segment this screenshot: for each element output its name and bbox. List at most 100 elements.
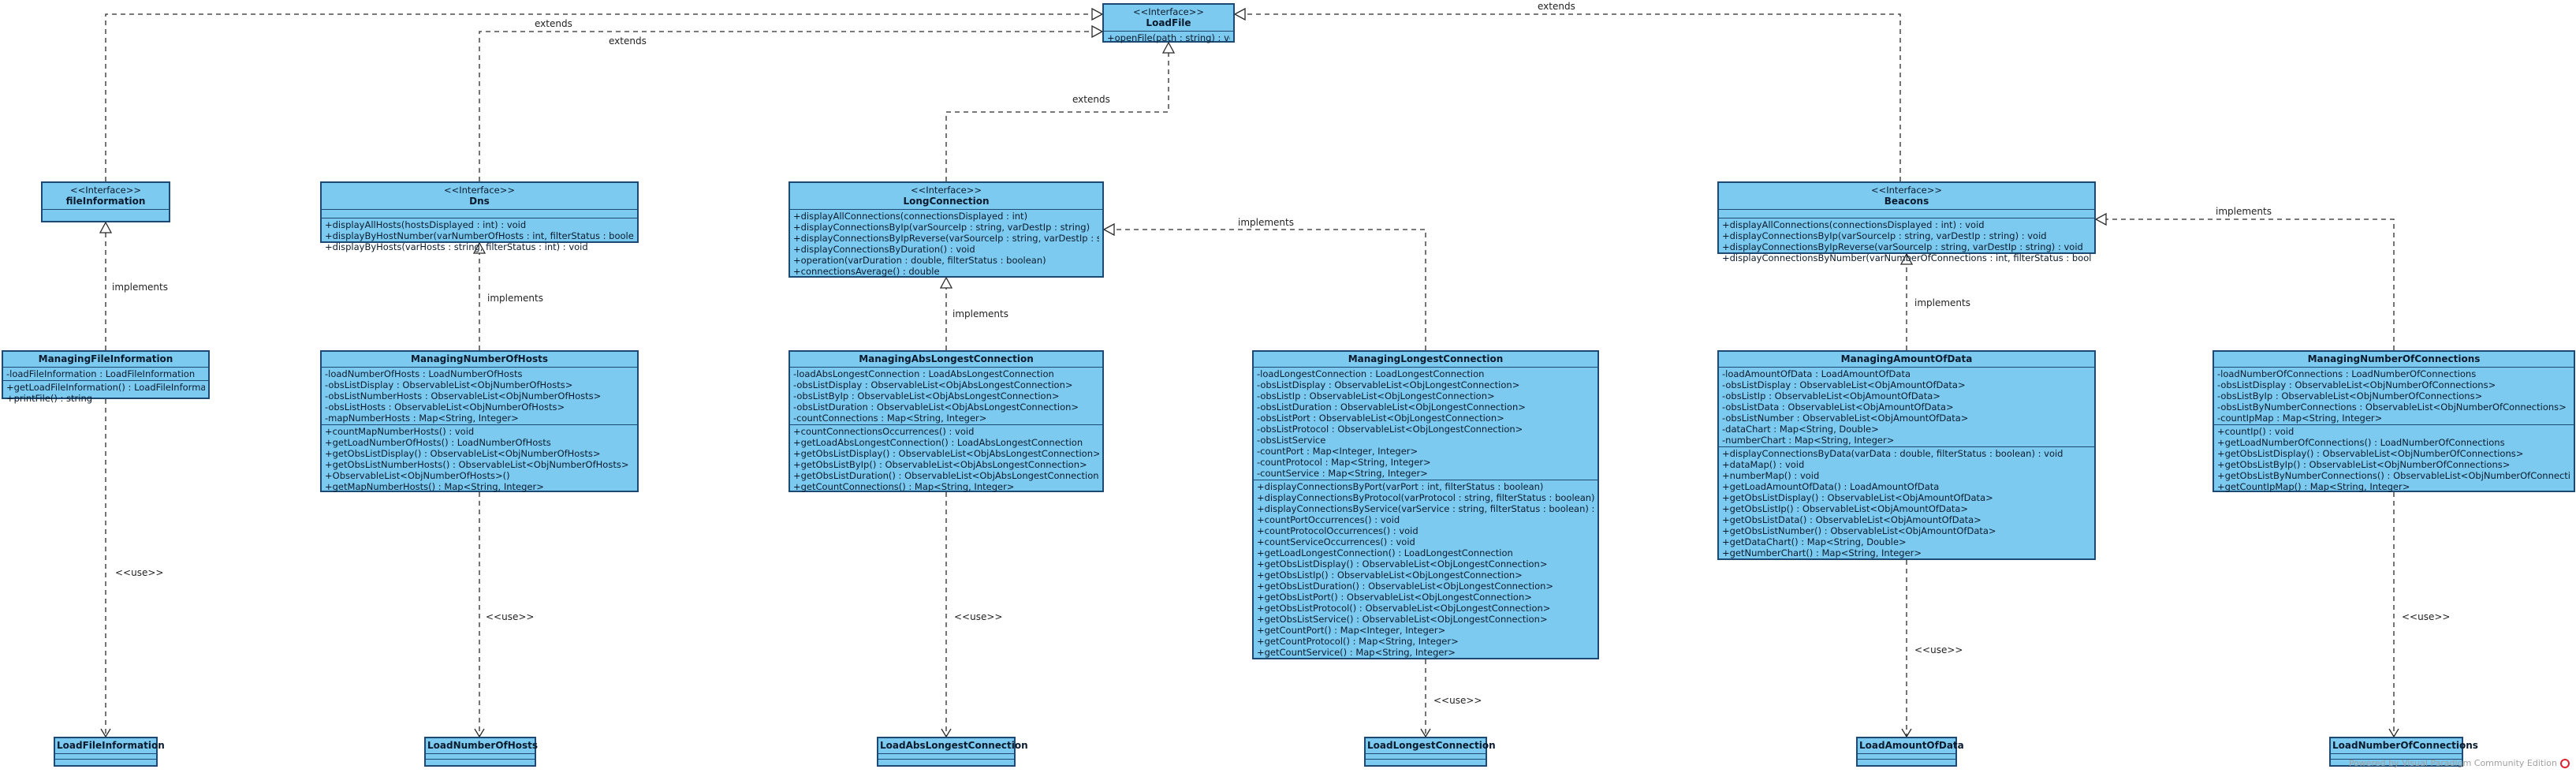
class-name: ManagingAbsLongestConnection — [859, 353, 1034, 364]
attributes: -loadAbsLongestConnection : LoadAbsLonge… — [790, 367, 1102, 424]
class-name: LongConnection — [903, 196, 990, 207]
method-row: +getNumberChart() : Map<String, Integer> — [1722, 547, 1922, 558]
methods: +getLoadFileInformation() : LoadFileInfo… — [3, 380, 208, 405]
method-row: +displayConnectionsByPort(varPort : int,… — [1257, 481, 1544, 492]
method-row: +getObsListByNumberConnections() : Obser… — [2217, 470, 2570, 481]
attribute-row: -obsListPort : ObservableList<ObjLongest… — [1257, 413, 1504, 424]
attribute-row: -obsListDisplay : ObservableList<ObjAbsL… — [793, 379, 1073, 390]
class-loadnumberofconnections[interactable]: LoadNumberOfConnections — [2329, 737, 2478, 767]
method-row: +displayConnectionsByIp(varSourceIp : st… — [793, 222, 1090, 233]
class-loadfileinformation[interactable]: LoadFileInformation — [54, 737, 165, 767]
attribute-row: -obsListByIp : ObservableList<ObjNumberO… — [2217, 390, 2483, 401]
method-row: +getLoadAbsLongestConnection() : LoadAbs… — [793, 437, 1083, 448]
class-name: ManagingNumberOfConnections — [2307, 353, 2481, 364]
class-name: LoadLongestConnection — [1367, 740, 1496, 751]
attribute-row: -loadAbsLongestConnection : LoadAbsLonge… — [793, 368, 1054, 379]
method-row: +displayAllConnections(connectionsDispla… — [1722, 219, 1985, 230]
method-row: +getLoadNumberOfConnections() : LoadNumb… — [2217, 437, 2505, 448]
method-row: +getCountPort() : Map<Integer, Integer> — [1257, 625, 1446, 636]
method-row: +getObsListDisplay() : ObservableList<Ob… — [325, 448, 601, 459]
stereotype: <<Interface>> — [1132, 6, 1205, 17]
method-row: +numberMap() : void — [1722, 470, 1820, 481]
attribute-row: -obsListIp : ObservableList<ObjAmountOfD… — [1722, 390, 1940, 401]
extends-edge-longconnection — [945, 53, 1169, 181]
class-loadnumberofhosts[interactable]: LoadNumberOfHosts — [424, 737, 538, 767]
attribute-row: -obsListDuration : ObservableList<ObjAbs… — [793, 401, 1079, 413]
methods: +openFile(path : string) : void — [1104, 31, 1233, 44]
watermark: Powered by Visual Paradigm Community Edi… — [2349, 758, 2570, 768]
method-row: +countIp() : void — [2217, 426, 2295, 437]
attributes — [878, 753, 1014, 759]
class-loadfile[interactable]: <<Interface>>LoadFile +openFile(path : s… — [1102, 3, 1235, 43]
method-row: +getObsListProtocol() : ObservableList<O… — [1257, 603, 1551, 614]
class-loadlongestconnection[interactable]: LoadLongestConnection — [1364, 737, 1496, 767]
realization-arrowhead — [939, 276, 953, 289]
class-dns[interactable]: <<Interface>>Dns +displayAllHosts(hostsD… — [320, 181, 639, 252]
class-loadamountofdata[interactable]: LoadAmountOfData — [1856, 737, 1964, 767]
extends-label: extends — [609, 35, 647, 47]
attributes — [55, 753, 156, 759]
implements-label: implements — [487, 293, 543, 304]
method-row: +displayConnectionsByService(varService … — [1257, 503, 1594, 514]
attributes: -loadLongestConnection : LoadLongestConn… — [1254, 367, 1597, 480]
method-row: +getCountService() : Map<String, Integer… — [1257, 647, 1456, 658]
implements-label: implements — [112, 282, 168, 293]
attribute-row: -dataChart : Map<String, Double> — [1722, 424, 1879, 435]
class-name: ManagingFileInformation — [38, 353, 173, 364]
class-managingnumberofhosts[interactable]: ManagingNumberOfHosts -loadNumberOfHosts… — [320, 350, 639, 492]
method-row: +countPortOccurrences() : void — [1257, 514, 1400, 525]
class-name: Beacons — [1884, 196, 1929, 207]
method-row: +getLoadNumberOfHosts() : LoadNumberOfHo… — [325, 437, 551, 448]
class-longconnection[interactable]: <<Interface>>LongConnection +displayAllC… — [788, 181, 1104, 278]
generalization-arrowhead — [1233, 7, 1246, 21]
attribute-row: -obsListHosts : ObservableList<ObjNumber… — [325, 401, 565, 413]
realization-arrowhead — [1899, 252, 1914, 265]
method-row: +getLoadLongestConnection() : LoadLonges… — [1257, 547, 1513, 558]
method-row: +openFile(path : string) : void — [1107, 32, 1230, 43]
method-row: +getMapNumberHosts() : Map<String, Integ… — [325, 481, 544, 492]
methods — [1858, 759, 1955, 764]
stereotype: <<Interface>> — [69, 185, 142, 196]
class-name: LoadAmountOfData — [1859, 740, 1964, 751]
implements-label: implements — [1238, 217, 1294, 228]
attribute-row: -countConnections : Map<String, Integer> — [793, 413, 987, 424]
generalization-arrowhead — [1091, 24, 1104, 39]
method-row: +getObsListNumberHosts() : ObservableLis… — [325, 459, 629, 470]
attribute-row: -loadLongestConnection : LoadLongestConn… — [1257, 368, 1485, 379]
method-row: +ObservableList<ObjNumberOfHosts>() — [325, 470, 510, 481]
method-row: +displayAllHosts(hostsDisplayed : int) :… — [325, 219, 527, 230]
class-managingnumberofconnections[interactable]: ManagingNumberOfConnections -loadNumberO… — [2213, 350, 2575, 492]
method-row: +displayConnectionsByIp(varSourceIp : st… — [1722, 230, 2047, 241]
class-managingfileinformation[interactable]: ManagingFileInformation -loadFileInforma… — [2, 350, 210, 404]
method-row: +getObsListDisplay() : ObservableList<Ob… — [793, 448, 1099, 459]
method-row: +countMapNumberHosts() : void — [325, 426, 475, 437]
methods — [2331, 759, 2462, 764]
method-row: +printFile() : string — [6, 393, 93, 404]
method-row: +getObsListNumber() : ObservableList<Obj… — [1722, 525, 1996, 536]
use-label: <<use>> — [486, 611, 534, 622]
attribute-row: -loadAmountOfData : LoadAmountOfData — [1722, 368, 1911, 379]
method-row: +getObsListDisplay() : ObservableList<Ob… — [2217, 448, 2524, 459]
attribute-row: -obsListIp : ObservableList<ObjLongestCo… — [1257, 390, 1495, 401]
extends-edge-fileinformation — [105, 13, 1092, 181]
class-beacons[interactable]: <<Interface>>Beacons +displayAllConnecti… — [1717, 181, 2096, 263]
class-managingabslongestconnection[interactable]: ManagingAbsLongestConnection -loadAbsLon… — [788, 350, 1104, 492]
stereotype: <<Interface>> — [1870, 185, 1943, 196]
method-row: +displayConnectionsByProtocol(varProtoco… — [1257, 492, 1594, 503]
implements-label: implements — [952, 308, 1008, 319]
visual-paradigm-logo-icon — [2560, 759, 2570, 768]
class-fileinformation[interactable]: <<Interface>>fileInformation — [41, 181, 170, 222]
generalization-arrowhead — [1091, 7, 1104, 21]
methods: +displayAllHosts(hostsDisplayed : int) :… — [322, 218, 637, 253]
method-row: +dataMap() : void — [1722, 459, 1805, 470]
method-row: +operation(varDuration : double, filterS… — [793, 255, 1046, 266]
class-loadabslongestconnection[interactable]: LoadAbsLongestConnection — [877, 737, 1028, 767]
class-name: LoadFileInformation — [57, 740, 165, 751]
class-managinglongestconnection[interactable]: ManagingLongestConnection -loadLongestCo… — [1252, 350, 1599, 659]
methods — [55, 759, 156, 764]
class-name: ManagingLongestConnection — [1348, 353, 1504, 364]
class-managingamountofdata[interactable]: ManagingAmountOfData -loadAmountOfData :… — [1717, 350, 2096, 560]
use-label: <<use>> — [954, 611, 1002, 622]
stereotype: <<Interface>> — [910, 185, 982, 196]
